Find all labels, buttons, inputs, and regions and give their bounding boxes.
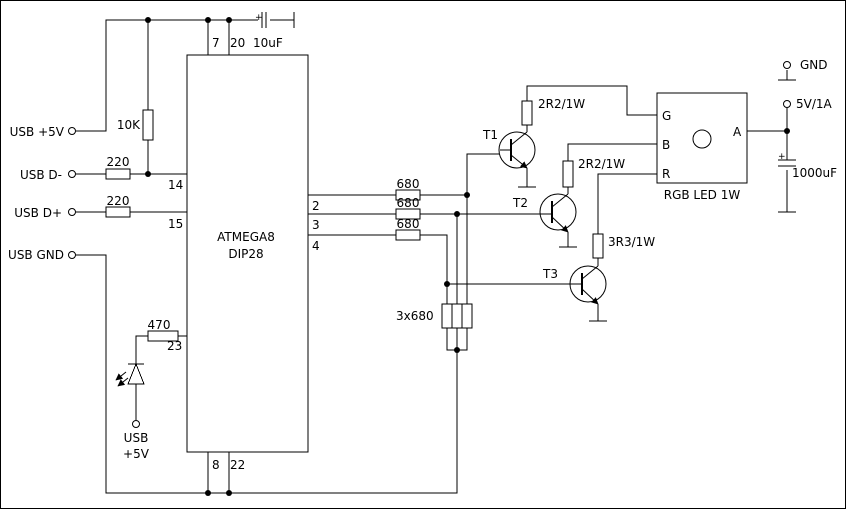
resistor-dminus — [105, 168, 131, 180]
label-usb-dplus: USB D+ — [14, 206, 62, 220]
label-usb-gnd: USB GND — [8, 248, 64, 262]
resistor-out3 — [395, 229, 421, 241]
mcu-pin-14: 14 — [168, 178, 183, 192]
label-r-dminus: 220 — [107, 155, 130, 169]
label-cap-supply: 1000uF — [792, 166, 837, 180]
rgb-led-title: RGB LED 1W — [664, 188, 741, 202]
mcu-pin-2: 2 — [312, 199, 320, 213]
rgb-led-pin-a: A — [733, 125, 742, 139]
mcu-name: ATMEGA8 — [217, 230, 275, 244]
terminal-usb-led — [132, 420, 140, 428]
label-r-pullup: 10K — [117, 118, 141, 132]
transistor-t2-icon — [530, 193, 577, 233]
resistor-t1 — [521, 100, 533, 126]
transistor-t3-icon — [568, 265, 607, 305]
rgb-led-pin-r: R — [662, 167, 670, 181]
resistor-out2 — [395, 208, 421, 220]
transistor-t1-icon — [498, 131, 536, 169]
mcu-pin-23: 23 — [167, 339, 182, 353]
label-r-array: 3x680 — [396, 309, 434, 323]
label-cap-top: 10uF — [253, 36, 283, 50]
labels: USB +5V USB D- USB D+ USB GND USB +5V GN… — [8, 13, 837, 472]
capacitors — [261, 12, 796, 167]
terminal-usb-dplus — [68, 208, 76, 216]
label-r-t2: 2R2/1W — [578, 157, 625, 171]
resistor-led — [147, 330, 179, 342]
label-supply: 5V/1A — [796, 97, 833, 111]
label-r-led: 470 — [148, 318, 171, 332]
terminal-usb-dminus — [68, 170, 76, 178]
label-r-out3: 680 — [397, 217, 420, 231]
mcu-pin-7: 7 — [212, 36, 220, 50]
mcu-package: DIP28 — [228, 247, 263, 261]
rgb-led-pin-g: G — [662, 109, 671, 123]
label-r-out1: 680 — [397, 177, 420, 191]
rgb-led-lens-icon — [692, 129, 712, 149]
label-usb-led-1: USB — [124, 431, 149, 445]
label-cap-supply-plus: + — [778, 152, 786, 162]
capacitor-supply — [778, 159, 796, 167]
resistor-t3 — [592, 233, 604, 259]
terminals — [68, 61, 791, 428]
terminal-gnd — [783, 61, 791, 69]
resistor-out1 — [395, 189, 421, 201]
label-usb-5v: USB +5V — [10, 125, 65, 139]
wires — [76, 12, 796, 494]
label-usb-led-2: +5V — [123, 447, 150, 461]
mcu-pin-15: 15 — [168, 217, 183, 231]
label-r-t3: 3R3/1W — [608, 235, 655, 249]
label-t3: T3 — [542, 267, 558, 281]
resistor-array-3 — [461, 303, 473, 329]
terminal-supply — [783, 100, 791, 108]
label-t1: T1 — [482, 128, 498, 142]
resistor-t2 — [562, 160, 574, 188]
mcu-pin-8: 8 — [212, 458, 220, 472]
label-t2: T2 — [512, 196, 528, 210]
resistors — [105, 100, 604, 342]
label-r-t1: 2R2/1W — [538, 97, 585, 111]
label-usb-dminus: USB D- — [20, 168, 62, 182]
capacitor-top — [261, 12, 267, 28]
label-r-out2: 680 — [397, 196, 420, 210]
resistor-array-2 — [451, 303, 463, 329]
resistor-pullup — [142, 109, 154, 141]
resistor-dplus — [105, 206, 131, 218]
mcu-pin-4: 4 — [312, 239, 320, 253]
mcu-pin-3: 3 — [312, 218, 320, 232]
rgb-led-pin-b: B — [662, 138, 670, 152]
terminal-usb-5v — [68, 127, 76, 135]
label-gnd: GND — [800, 58, 828, 72]
label-cap-top-plus: + — [255, 13, 263, 23]
terminal-usb-gnd — [68, 251, 76, 259]
indicator-led-icon — [115, 360, 145, 388]
resistor-array-1 — [441, 303, 453, 329]
mcu-pin-22: 22 — [230, 458, 245, 472]
mcu-chip — [186, 54, 309, 453]
mcu-pin-20: 20 — [230, 36, 245, 50]
label-r-dplus: 220 — [107, 194, 130, 208]
junction-dots — [145, 17, 790, 496]
